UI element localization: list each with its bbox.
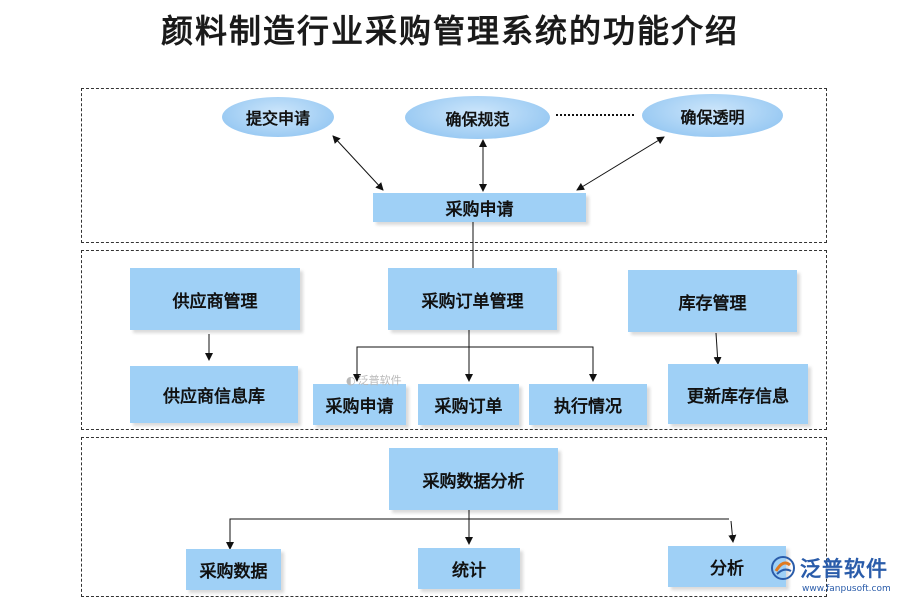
ellipse-transparent: 确保透明 [642, 94, 783, 137]
box-data-analysis: 采购数据分析 [389, 448, 558, 510]
watermark-logo-icon: ◐ [346, 373, 356, 387]
ellipse-norm: 确保规范 [405, 96, 550, 139]
box-analysis: 分析 [668, 546, 786, 587]
watermark-text: 泛普软件 [357, 374, 402, 387]
box-sub-execution: 执行情况 [529, 384, 647, 425]
box-sub-order: 采购订单 [418, 384, 519, 425]
box-inventory-management: 库存管理 [628, 270, 797, 332]
section-request [81, 88, 827, 243]
box-purchase-request: 采购申请 [373, 193, 586, 222]
box-update-inventory: 更新库存信息 [668, 364, 808, 424]
ellipse-submit: 提交申请 [222, 97, 334, 137]
fanpu-logo-icon [771, 556, 795, 580]
arrow-inventory-update [713, 332, 722, 365]
box-supplier-database: 供应商信息库 [130, 366, 298, 423]
box-order-management: 采购订单管理 [388, 268, 557, 330]
watermark: ◐ 泛普软件 [346, 372, 402, 388]
box-sub-request: 采购申请 [313, 384, 406, 425]
page-title: 颜料制造行业采购管理系统的功能介绍 [160, 12, 739, 50]
arrow-submit-request [332, 135, 384, 191]
arrow-analysis [728, 520, 737, 543]
section-management [81, 250, 827, 430]
arrow-transparent-request [576, 136, 665, 191]
box-purchase-data: 采购数据 [186, 549, 281, 590]
branch-analysis [229, 518, 729, 548]
logo-url: www.fanpusoft.com [802, 584, 891, 594]
box-statistics: 统计 [418, 548, 520, 589]
logo-text: 泛普软件 [800, 557, 888, 581]
section-analysis [81, 437, 827, 597]
brand-logo: 泛普软件 [770, 553, 888, 583]
branch-order [356, 346, 594, 376]
box-supplier-management: 供应商管理 [130, 268, 300, 330]
